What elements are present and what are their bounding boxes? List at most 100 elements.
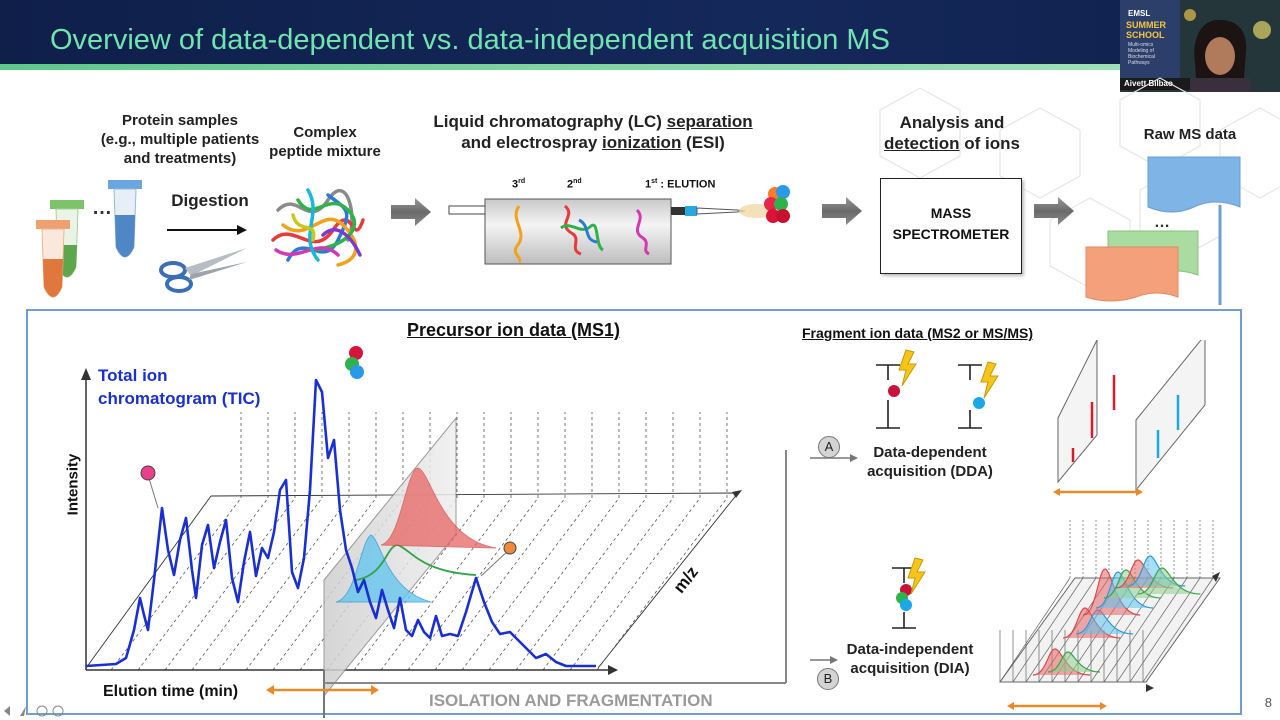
dia-peak-green [1137, 567, 1201, 595]
raw-data-documents-icon: … [1085, 156, 1241, 305]
tic-line: chromatogram (TIC) [98, 389, 261, 408]
grid-slice-line [596, 497, 728, 671]
complex-line: Complex [293, 124, 357, 141]
order-second-sup: nd [573, 178, 582, 185]
esi-connector [685, 206, 697, 216]
dia-slice-line [1129, 577, 1201, 683]
title-rule [0, 64, 1120, 70]
dia-slice-line [999, 577, 1071, 683]
order-first-num: 1 [645, 178, 652, 191]
dia-ion-trio [896, 584, 912, 611]
order-elution-text: : ELUTION [657, 178, 716, 191]
protein-samples-line: (e.g., multiple patients [100, 130, 260, 148]
grid-slice-line [515, 497, 647, 671]
complex-line: peptide mixture [269, 142, 381, 160]
grid-slice-line [542, 497, 674, 671]
analysis-line2: detection of ions [862, 133, 1042, 154]
ms-box-label: MASS SPECTROMETER [881, 203, 1021, 245]
precursor-title: Precursor ion data (MS1) [407, 320, 621, 340]
dia-slice-line [1142, 577, 1214, 683]
peptide-orange [513, 205, 523, 264]
peak-blue [335, 534, 432, 603]
peptide-blue [578, 218, 598, 244]
digestion-graphic [159, 225, 247, 293]
dia-slice-line [1012, 577, 1084, 683]
dda-spectrum-blue [1135, 340, 1206, 492]
analysis-detection-text: detection [883, 134, 960, 154]
dda-badge: A [818, 436, 840, 458]
elution-axis-label: Elution time (min) [103, 683, 239, 700]
arrow-to-lc-icon [391, 198, 431, 226]
order-second-num: 2 [567, 178, 574, 191]
order-second: 2nd [567, 178, 582, 191]
plot-grid [85, 492, 739, 669]
slide-title: Overview of data-dependent vs. data-inde… [50, 24, 890, 56]
webcam-course-line: Biochemical [1128, 54, 1155, 60]
raw-ms-data-label: Raw MS data [1143, 126, 1237, 143]
dia-line: acquisition (DIA) [850, 659, 970, 677]
analysis-label: Analysis and detection of ions [862, 112, 1042, 155]
lc-esi-label: Liquid chromatography (LC) separation an… [418, 111, 768, 154]
dda-blue-ion [973, 397, 985, 409]
protein-samples-line: and treatments) [123, 149, 237, 167]
fragment-graphics [810, 340, 1221, 710]
zoom-icon [36, 705, 48, 717]
raw-ellipsis: … [1154, 214, 1170, 231]
y-axis-line [81, 368, 91, 670]
dia-slice-line [1025, 577, 1097, 683]
grid-slice-line [488, 497, 620, 671]
dda-quadrupole-blue [958, 364, 982, 429]
lightning-icon [980, 361, 999, 399]
dia-window-arrow [1007, 702, 1107, 710]
lc-text: (ESI) [681, 133, 725, 153]
ms-box-line: MASS [930, 205, 972, 221]
dda-spectrum-red [1057, 340, 1098, 484]
webcam-brand: EMSL [1128, 9, 1151, 18]
dda-line: acquisition (DDA) [867, 462, 993, 480]
arrow-to-ms-icon [822, 197, 862, 225]
pink-peptide-marker [140, 465, 156, 481]
order-first-sup: st [651, 178, 658, 185]
webcam-course-line: Modeling of [1128, 48, 1154, 54]
dia-slice-line [1103, 577, 1175, 683]
lc-text: Liquid chromatography (LC) [433, 112, 667, 131]
ion-trio-icon [345, 346, 364, 379]
grid-slice-line [461, 497, 593, 671]
dia-slice-line [1116, 577, 1188, 683]
lc-line1: Liquid chromatography (LC) separation [418, 111, 768, 132]
dda-label: Data-dependent acquisition (DDA) [850, 444, 1010, 482]
digestion-label: Digestion [171, 191, 249, 210]
lc-line2: and electrospray ionization (ESI) [418, 132, 768, 153]
complex-mixture-label: Complex peptide mixture [255, 124, 395, 162]
plot-grid-dashed [110, 412, 728, 671]
webcam-course: Multi-omics Modeling of Biochemical Path… [1128, 42, 1155, 66]
peptide-green [560, 223, 605, 252]
dia-line: Data-independent [846, 641, 974, 658]
grid-slice-line [191, 497, 323, 671]
dda-line: Data-dependent [873, 444, 987, 461]
peptide-magenta [635, 208, 650, 256]
order-third-sup: rd [518, 178, 526, 185]
x-axis-line [86, 665, 618, 675]
isolation-label: ISOLATION AND FRAGMENTATION [429, 691, 713, 710]
lc-text: and electrospray [461, 133, 602, 153]
acquisition-panel [26, 309, 1242, 715]
lc-separation-text: separation [666, 112, 753, 131]
webcam-summer-school: SUMMER SCHOOL [1126, 20, 1166, 40]
grid-slice-line [137, 497, 269, 671]
elution-window-arrow [266, 685, 379, 695]
pink-marker-leader [147, 474, 159, 509]
lightning-icon [898, 349, 917, 387]
ms-box-line: SPECTROMETER [892, 226, 1010, 242]
tic-trace [85, 378, 596, 668]
peptide-red [563, 204, 582, 256]
dia-axis-arrow [1212, 572, 1220, 582]
lc-ionization-text: ionization [602, 133, 682, 153]
slide-nav-controls[interactable] [2, 703, 72, 719]
protein-samples-line: Protein samples [122, 112, 238, 129]
mass-spectrometer-box: MASS SPECTROMETER [880, 178, 1022, 274]
analysis-text: of ions [959, 134, 1020, 154]
dia-label: Data-independent acquisition (DIA) [830, 641, 990, 679]
lightning-icon [907, 557, 926, 595]
fragment-title: Fragment ion data (MS2 or MS/MS) [802, 325, 1034, 341]
